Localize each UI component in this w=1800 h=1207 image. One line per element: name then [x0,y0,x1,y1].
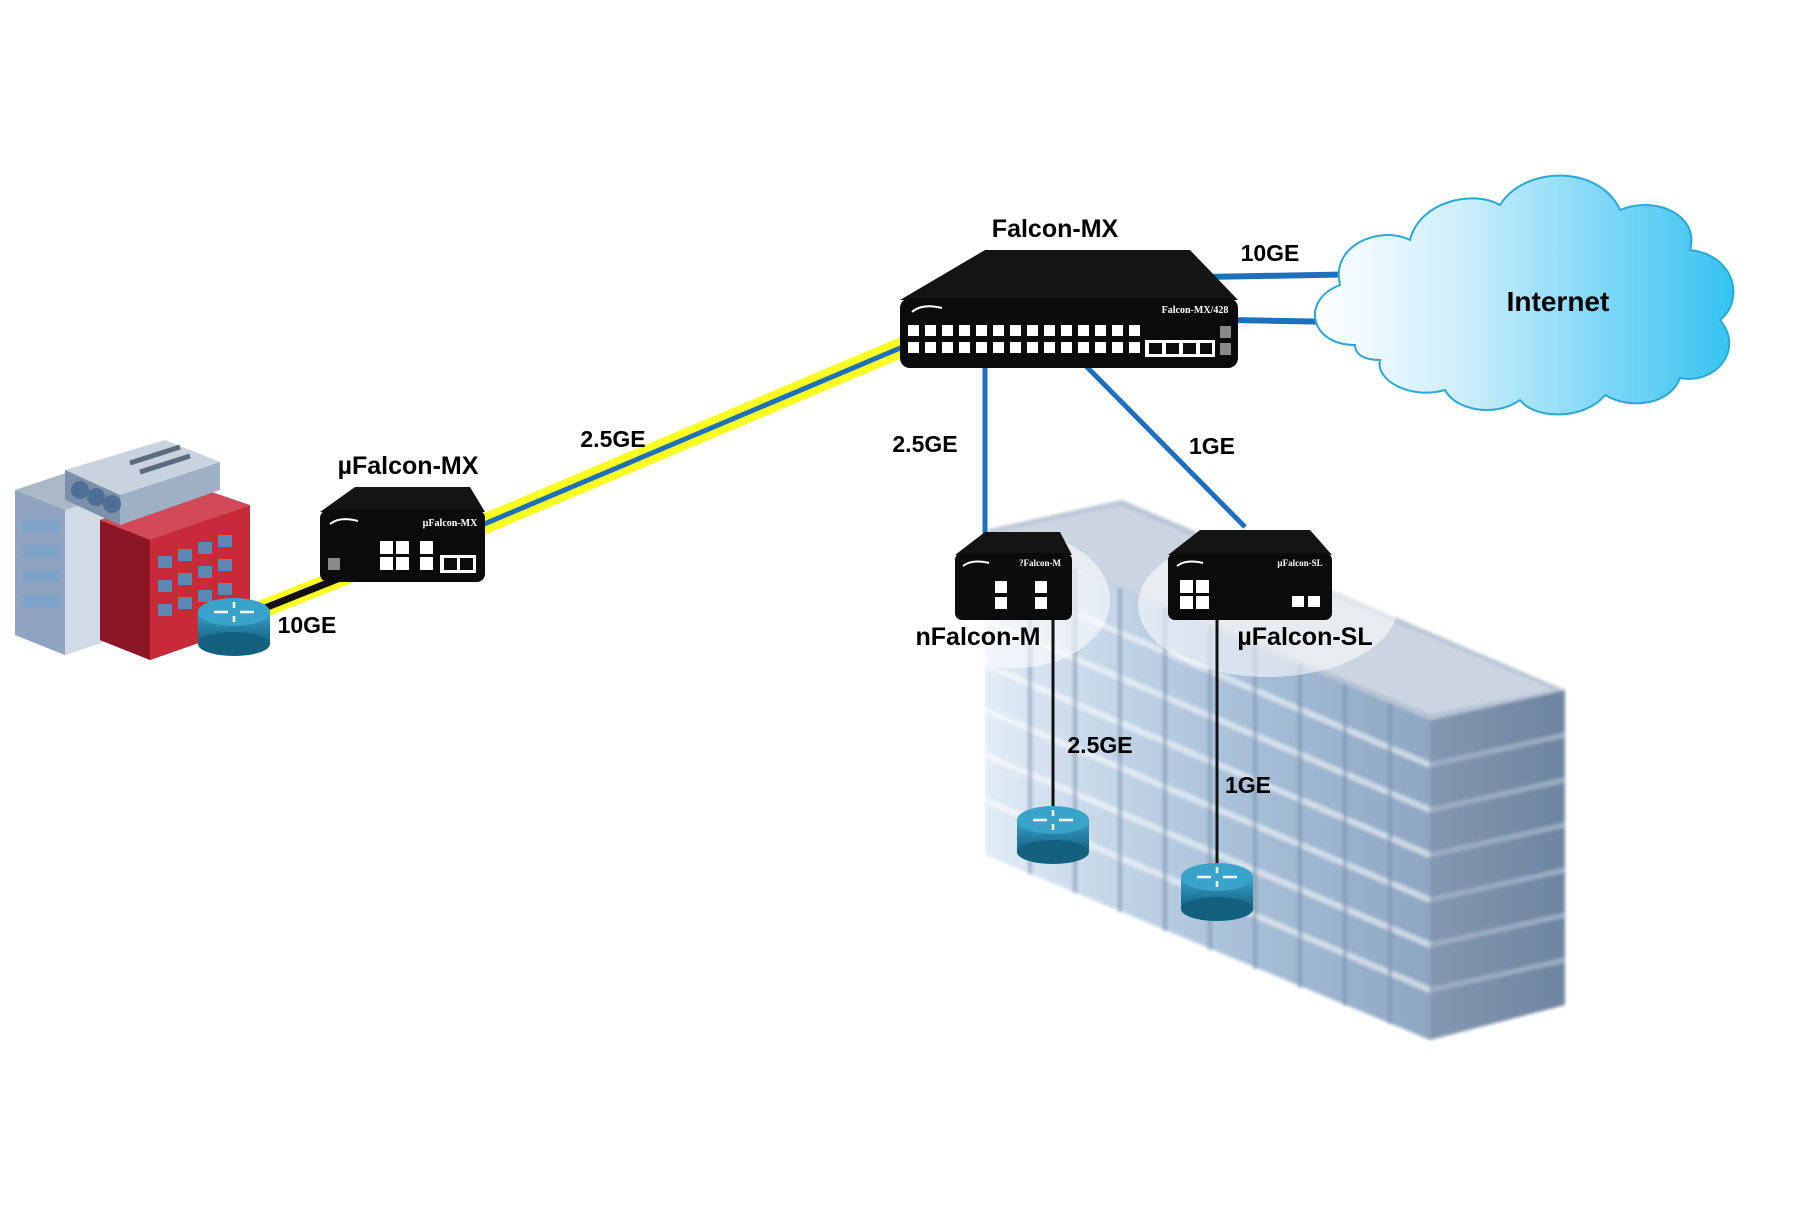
nfalcon-m-title: nFalcon-M [916,623,1041,651]
link-label-nfalcon-router: 2.5GE [1067,732,1132,758]
router-icon-ufalcon-sl[interactable] [1181,863,1253,921]
ufalcon-mx-device[interactable]: µFalcon-MX [320,487,485,582]
branch-building-illustration [15,440,250,660]
internet-label: Internet [1507,286,1610,317]
nfalcon-m-device[interactable]: ?Falcon-M [955,532,1072,620]
link-falcon-ufalcon-sl [1083,363,1247,529]
link-ufalcon-falcon [466,336,909,540]
router-icon-nfalcon[interactable] [1017,806,1089,864]
ufalcon-sl-face-label: µFalcon-SL [1277,558,1322,568]
falcon-mx-ports [908,325,1215,357]
falcon-mx-device[interactable]: Falcon-MX/428 [900,250,1238,368]
link-label-falcon-ufalcon-sl: 1GE [1189,433,1235,459]
internet-cloud: Internet [1313,174,1735,416]
falcon-mx-face-label: Falcon-MX/428 [1162,305,1229,316]
link-label-falcon-internet: 10GE [1241,240,1300,266]
falcon-mx-title: Falcon-MX [992,215,1119,243]
ufalcon-sl-device[interactable]: µFalcon-SL [1168,530,1332,620]
nfalcon-m-face-label: ?Falcon-M [1019,558,1061,568]
link-label-falcon-nfalcon: 2.5GE [892,431,957,457]
ufalcon-sl-title: µFalcon-SL [1237,623,1372,651]
router-icon-branch[interactable] [198,598,270,656]
link-label-ufalcon-falcon: 2.5GE [580,426,645,452]
ufalcon-mx-face-label: µFalcon-MX [423,518,478,529]
link-label-ufalcon-sl-router: 1GE [1225,772,1271,798]
link-label-building-ufalcon: 10GE [278,612,337,638]
ufalcon-mx-title: µFalcon-MX [338,452,479,480]
